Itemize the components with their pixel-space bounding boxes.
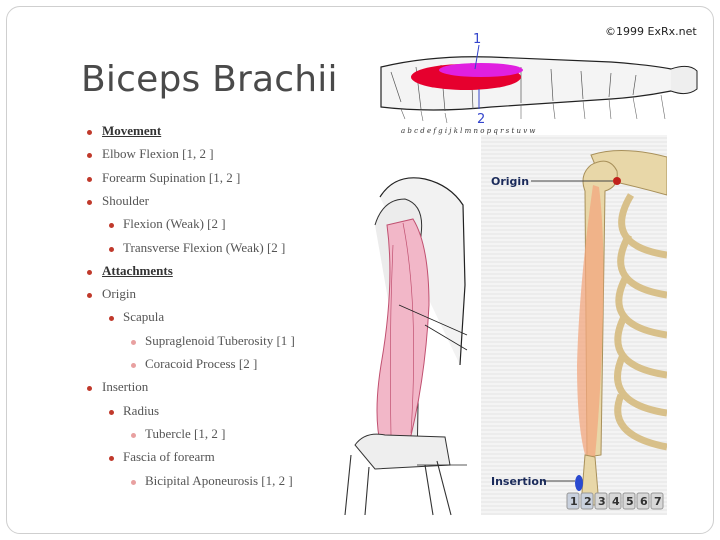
outline-item: Elbow Flexion [1, 2 ] (102, 146, 214, 162)
arm-letter-scale: a b c d e f g i j k l m n o p q r s t u … (401, 127, 535, 135)
bullet-dot (131, 479, 136, 485)
number-tile[interactable] (622, 492, 636, 510)
number-tile[interactable] (650, 492, 664, 510)
bullet-dot (109, 223, 114, 229)
number-tile-label: 1 (570, 495, 578, 508)
outline-item: Coracoid Process [2 ] (145, 356, 258, 371)
outline-item: Scapula (123, 309, 165, 325)
outline-item: Transverse Flexion (Weak) [2 ] (123, 239, 286, 255)
outline-item: Movement (102, 123, 162, 138)
bullet-dot (87, 176, 92, 182)
number-tile[interactable] (594, 492, 608, 510)
bullet-dot (131, 432, 136, 438)
outline-item: Fascia of forearm (123, 449, 215, 465)
insertion-label: Insertion (491, 475, 547, 488)
arm-label-2: 2 (477, 112, 485, 127)
outline-item: Flexion (Weak) [2 ] (123, 216, 226, 232)
bullet-dot (109, 409, 114, 415)
outline-item: Tubercle [1, 2 ] (145, 425, 226, 441)
bullet-dot (87, 293, 92, 299)
number-tile-label: 3 (598, 495, 606, 508)
origin-label: Origin (491, 175, 529, 188)
arm-label-1: 1 (473, 32, 481, 47)
bullet-dot (87, 130, 92, 135)
anatomy-drawing (344, 177, 468, 516)
bullet-dot (109, 246, 114, 252)
number-tile-label: 7 (654, 495, 662, 508)
outline-item: Forearm Supination [1, 2 ] (102, 169, 241, 185)
outline-item: Origin (102, 286, 136, 302)
bullet-dot (87, 269, 92, 275)
bullet-dot (87, 153, 92, 159)
number-tile[interactable] (580, 492, 594, 510)
number-tile-label: 4 (612, 495, 620, 508)
outline-item: Radius (123, 402, 160, 418)
bullet-dot (131, 363, 136, 368)
slide-title: Biceps Brachii (81, 59, 338, 100)
arm-illustration: 1 2 a b c d e f g i j k l m n o p q r s … (380, 32, 698, 135)
outline-item: Bicipital Aponeurosis [1, 2 ] (145, 472, 293, 488)
copyright-text: ©1999 ExRx.net (605, 25, 697, 38)
number-tile[interactable] (608, 492, 622, 510)
outline-item: Shoulder (102, 192, 149, 208)
number-tile-label: 2 (584, 495, 592, 508)
number-tile[interactable] (566, 492, 580, 510)
bullet-dot (87, 386, 92, 392)
bullet-dot (131, 339, 136, 345)
bullet-dot (109, 456, 114, 462)
bullet-dot (109, 316, 114, 322)
biceps-highlight-top (439, 63, 523, 77)
number-tile[interactable] (636, 492, 650, 510)
outline-item: Attachments (102, 262, 173, 278)
outline-item: Supraglenoid Tuberosity [1 ] (145, 332, 295, 348)
bullet-dot (87, 199, 92, 205)
number-tile-label: 5 (626, 495, 634, 508)
outline-item: Insertion (102, 379, 149, 395)
number-tile-label: 6 (640, 495, 648, 508)
